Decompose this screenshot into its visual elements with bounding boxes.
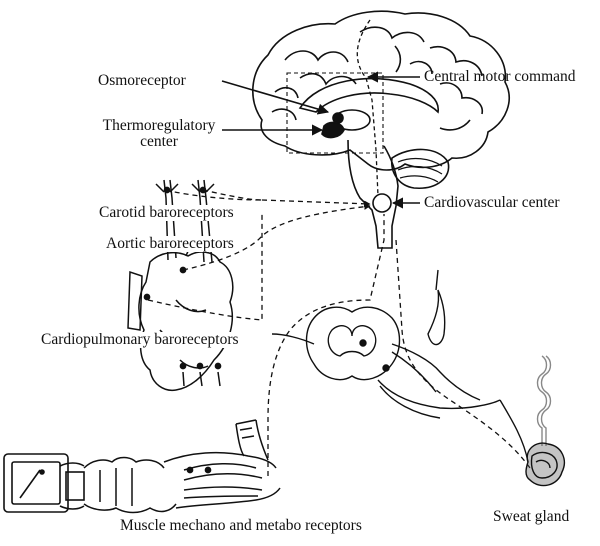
label-thermoregulatory-line1: Thermoregulatory (102, 117, 216, 134)
sweat-gland-illustration (499, 355, 566, 487)
heart-illustration (127, 238, 234, 392)
label-arrows (221, 71, 420, 209)
label-cardiovascular-center: Cardiovascular center (424, 194, 560, 211)
label-sweat-gland: Sweat gland (493, 508, 570, 525)
forearm-illustration (83, 419, 281, 514)
cardiovascular-center-node (372, 193, 392, 213)
label-cardiopulmonary-baroreceptors: Cardiopulmonary baroreceptors (41, 331, 239, 349)
label-carotid-baroreceptors: Carotid baroreceptors (99, 204, 234, 222)
label-thermoregulatory-center: Thermoregulatory center (99, 117, 219, 151)
label-thermoregulatory-line2: center (140, 133, 178, 151)
brain-outline (252, 10, 510, 171)
label-muscle-receptors: Muscle mechano and metabo receptors (120, 517, 362, 534)
handgrip-dynamometer (3, 453, 85, 513)
brainstem (347, 139, 399, 249)
spinal-cord-illustration (271, 269, 501, 419)
label-osmoreceptor: Osmoreceptor (98, 72, 186, 89)
label-aortic-baroreceptors: Aortic baroreceptors (106, 235, 234, 253)
corpus-callosum (298, 77, 439, 114)
label-central-motor-command: Central motor command (424, 68, 576, 85)
brain-illustration (252, 10, 510, 249)
